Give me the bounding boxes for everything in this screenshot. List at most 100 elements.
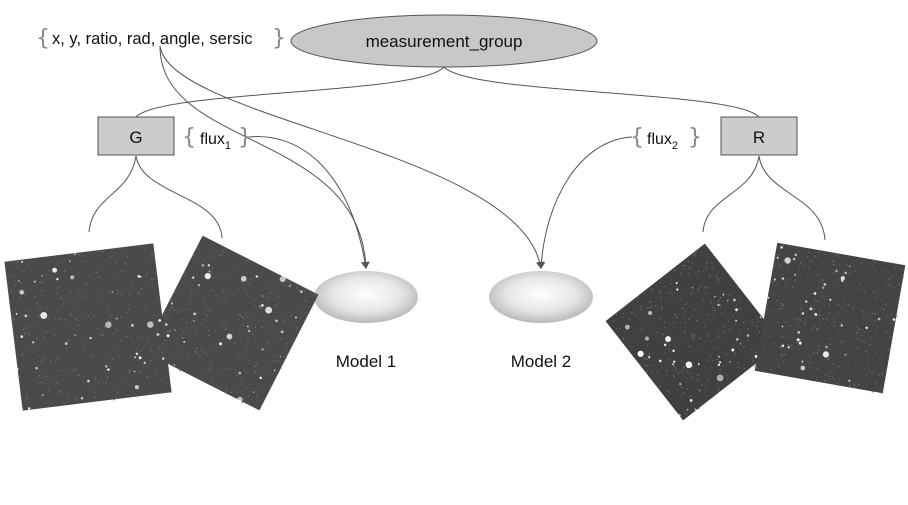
noise-speckle [269, 343, 271, 346]
noise-speckle [216, 249, 219, 252]
noise-speckle [872, 346, 874, 348]
noise-speckle [229, 307, 232, 309]
noise-speckle [146, 336, 148, 339]
noise-speckle [243, 325, 246, 328]
noise-speckle [796, 327, 799, 329]
noise-speckle [660, 339, 663, 342]
noise-speckle [781, 305, 783, 307]
noise-speckle [751, 316, 754, 319]
noise-speckle [209, 356, 211, 359]
noise-speckle [688, 257, 691, 260]
noise-speckle [95, 327, 97, 330]
noise-speckle [37, 307, 39, 309]
noise-speckle [228, 316, 230, 319]
noise-speckle [218, 254, 221, 257]
noise-speckle [784, 321, 787, 324]
noise-speckle [80, 383, 83, 385]
noise-speckle [748, 304, 750, 307]
noise-speckle [68, 403, 70, 405]
star [193, 312, 197, 316]
noise-speckle [688, 266, 691, 268]
noise-speckle [187, 353, 190, 355]
noise-speckle [276, 360, 279, 362]
noise-speckle [794, 279, 796, 281]
noise-speckle [48, 391, 50, 393]
noise-speckle [811, 327, 814, 330]
noise-speckle [139, 318, 141, 321]
noise-speckle [115, 262, 118, 264]
noise-speckle [32, 346, 35, 348]
noise-speckle [115, 252, 117, 254]
g-band-image-2-stars [150, 235, 317, 404]
noise-speckle [684, 321, 687, 324]
noise-speckle [177, 294, 180, 297]
noise-speckle [277, 364, 280, 367]
noise-speckle [834, 320, 836, 322]
noise-speckle [14, 284, 17, 287]
noise-speckle [831, 339, 833, 341]
noise-speckle [639, 308, 642, 311]
noise-speckle [220, 311, 222, 313]
noise-speckle [808, 302, 810, 305]
star [201, 264, 205, 267]
noise-speckle [229, 368, 231, 370]
noise-speckle [707, 313, 709, 316]
noise-speckle [816, 367, 818, 370]
model-2-label: Model 2 [511, 352, 571, 371]
noise-speckle [888, 349, 891, 351]
star [280, 330, 284, 334]
noise-speckle [901, 269, 903, 271]
noise-speckle [151, 384, 153, 386]
noise-speckle [206, 314, 208, 317]
noise-speckle [212, 356, 214, 359]
arrow-shared-to-model-2 [159, 45, 544, 269]
noise-speckle [658, 317, 661, 320]
noise-speckle [843, 304, 845, 307]
star [64, 342, 68, 345]
noise-speckle [773, 261, 776, 264]
noise-speckle [816, 300, 818, 303]
star [33, 280, 36, 283]
noise-speckle [284, 301, 286, 304]
noise-speckle [60, 318, 62, 320]
noise-speckle [199, 249, 201, 251]
noise-speckle [675, 401, 678, 404]
noise-speckle [856, 326, 858, 328]
noise-speckle [862, 304, 865, 307]
r-band-image-2-stars [756, 244, 904, 394]
noise-speckle [120, 340, 122, 342]
noise-speckle [222, 324, 225, 327]
noise-speckle [798, 265, 801, 268]
star [137, 275, 141, 278]
noise-speckle [674, 368, 677, 371]
noise-speckle [707, 333, 709, 335]
noise-speckle [690, 323, 693, 326]
noise-speckle [241, 401, 244, 404]
noise-speckle [643, 319, 645, 322]
noise-speckle [880, 307, 883, 309]
noise-speckle [797, 346, 799, 348]
noise-speckle [650, 333, 652, 335]
noise-speckle [827, 357, 829, 360]
noise-speckle [787, 364, 790, 366]
noise-speckle [691, 336, 693, 339]
noise-speckle [755, 351, 757, 354]
star [717, 363, 721, 366]
noise-speckle [192, 304, 195, 306]
star [300, 290, 303, 294]
noise-speckle [784, 324, 786, 327]
noise-speckle [870, 329, 873, 332]
noise-speckle [675, 393, 678, 395]
noise-speckle [878, 374, 881, 376]
noise-speckle [104, 273, 106, 275]
noise-speckle [61, 327, 63, 329]
noise-speckle [734, 323, 737, 325]
noise-speckle [209, 325, 212, 327]
noise-speckle [63, 293, 66, 296]
star [24, 314, 28, 318]
noise-speckle [54, 318, 56, 320]
noise-speckle [284, 285, 286, 287]
noise-speckle [844, 284, 847, 286]
noise-speckle [49, 361, 52, 363]
noise-speckle [789, 297, 792, 300]
